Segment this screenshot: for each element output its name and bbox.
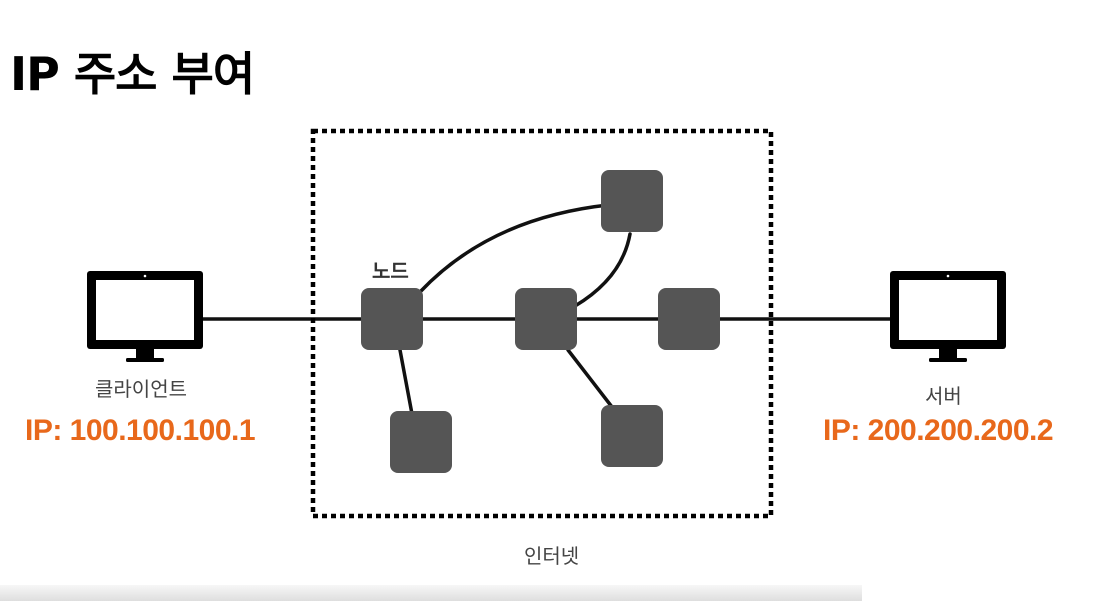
node-router — [515, 288, 577, 350]
node-router — [601, 170, 663, 232]
desktop-monitor-icon — [890, 271, 1006, 362]
node-label: 노드 — [372, 259, 409, 283]
client-label: 클라이언트 — [95, 377, 187, 401]
node-router — [390, 411, 452, 473]
node-router — [658, 288, 720, 350]
page-title: IP 주소 부여 — [10, 47, 255, 101]
internet-label: 인터넷 — [524, 544, 580, 568]
internet-boundary — [310, 128, 774, 519]
server-label: 서버 — [925, 384, 962, 408]
bottom-bar — [0, 585, 862, 601]
link-node1-top-node — [418, 203, 610, 294]
node-router — [361, 288, 423, 350]
link-node2-bottom-right-node — [566, 348, 614, 409]
desktop-monitor-icon — [87, 271, 203, 362]
node-router — [601, 405, 663, 467]
client-ip-address: IP: 100.100.100.1 — [25, 414, 256, 447]
server-ip-address: IP: 200.200.200.2 — [823, 414, 1054, 447]
link-node1-bottom-left-node — [398, 348, 414, 416]
link-node2-top-node — [573, 232, 632, 308]
nodes — [361, 170, 720, 473]
